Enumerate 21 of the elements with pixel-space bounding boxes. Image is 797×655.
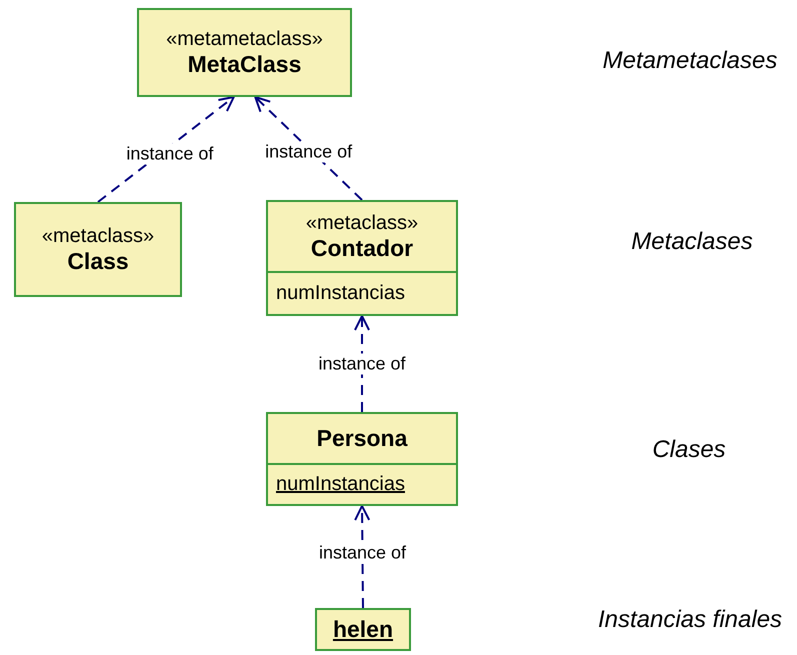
dashed-arrow [254, 96, 363, 201]
uml-class-box [266, 200, 458, 316]
level-label: Instancias finales [598, 606, 782, 634]
level-label: Metametaclases [602, 47, 778, 75]
uml-class-box [14, 202, 182, 297]
class-name: Persona [316, 425, 408, 452]
edge-label: instance of [263, 141, 354, 162]
level-label: Metaclases [631, 228, 753, 256]
static-attribute-text: numInstancias [275, 473, 406, 496]
uml-class-box [266, 412, 458, 506]
class-name: MetaClass [188, 50, 302, 78]
attribute-text: numInstancias [275, 282, 406, 305]
class-name: Class [67, 248, 129, 274]
class-name: Contador [310, 234, 414, 262]
stereotype-text: «metaclass» [42, 224, 154, 248]
object-name: helen [332, 616, 394, 643]
stereotype-text: «metaclass» [306, 212, 418, 234]
uml-class-box [137, 8, 352, 97]
stereotype-text: «metametaclass» [166, 28, 323, 50]
object-box [315, 608, 411, 651]
level-label: Clases [652, 436, 726, 464]
